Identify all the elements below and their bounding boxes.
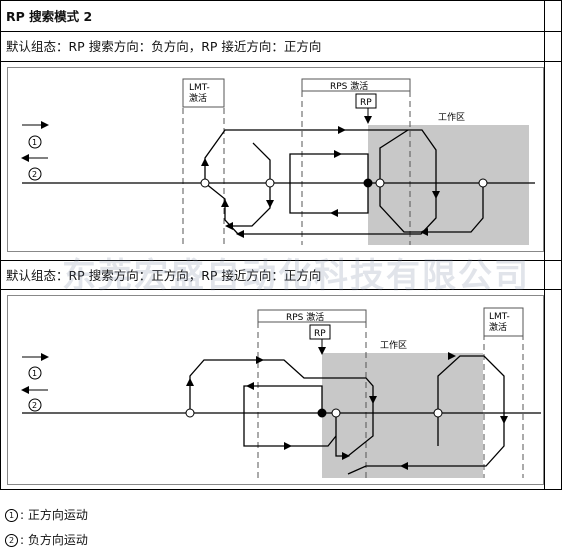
legend-item-1: 1: 正方向运动 [5,506,88,523]
marker-2-label: 2 [32,401,37,410]
rp-label: RP [360,98,372,108]
ref-point [265,178,275,188]
rps-label: RPS 激活 [286,311,324,323]
rp-point [363,178,373,188]
lmt-label-line2: 激活 [489,321,507,333]
legend-1-text: : 正方向运动 [20,508,88,522]
rp-label: RP [314,329,326,339]
lmt-box [182,78,225,108]
ref-point [433,408,443,418]
rps-box [301,78,411,92]
marker-2-circle [28,167,42,181]
table-title: RP 搜索模式 2 [6,9,93,24]
workzone-label: 工作区 [380,339,407,351]
marker-2-label: 2 [32,170,37,179]
marker-1-circle [28,366,42,380]
legend-item-2: 2: 负方向运动 [5,531,88,548]
diagram-2-panel: 工作区 LMT- 激活 RPS 激活 RP 1 2 [7,295,544,485]
diagram-1-panel: 工作区 LMT- 激活 RPS 激活 RP 1 2 [7,67,544,252]
diagram-2: 工作区 LMT- 激活 RPS 激活 RP 1 2 [21,307,541,478]
ref-point [185,408,195,418]
ref-point [200,178,210,188]
section1-header: 默认组态：RP 搜索方向：负方向，RP 接近方向：正方向 [6,39,322,54]
rps-label: RPS 激活 [330,80,368,92]
workzone-area [368,125,529,245]
rp-box [309,324,331,340]
lmt-label-line1: LMT- [489,312,510,322]
marker-2-circle [28,398,42,412]
lmt-label-line1: LMT- [189,83,210,93]
lmt-label-line2: 激活 [189,92,207,104]
diagram-1: 工作区 LMT- 激活 RPS 激活 RP 1 2 [21,78,535,245]
marker-1-label: 1 [32,138,37,147]
rp-point [317,408,327,418]
legend-2-text: : 负方向运动 [20,533,88,547]
section2-header: 默认组态：RP 搜索方向：正方向，RP 接近方向：正方向 [6,268,322,283]
table-divider-2 [0,61,562,62]
marker-1-circle [28,135,42,149]
watermark: 东莞宏盛自动化科技有限公司 [62,256,530,296]
lmt-box [483,307,524,337]
marker-1-label: 1 [32,369,37,378]
legend-1-circle: 1 [5,509,18,522]
table-right-column [545,0,562,490]
table-divider-4 [0,289,562,290]
table-divider-3 [0,260,562,261]
workzone-label: 工作区 [438,111,465,123]
rps-box [257,309,367,323]
motion-arrowheads-2 [186,352,508,470]
rp-box [355,93,377,109]
table-divider-1 [0,31,562,32]
ref-point [478,178,488,188]
motion-arrowheads-1 [201,126,440,238]
ref-point [375,178,385,188]
ref-point [331,408,341,418]
table-frame [0,0,545,490]
legend-2-circle: 2 [5,534,18,547]
workzone-area [322,353,483,478]
